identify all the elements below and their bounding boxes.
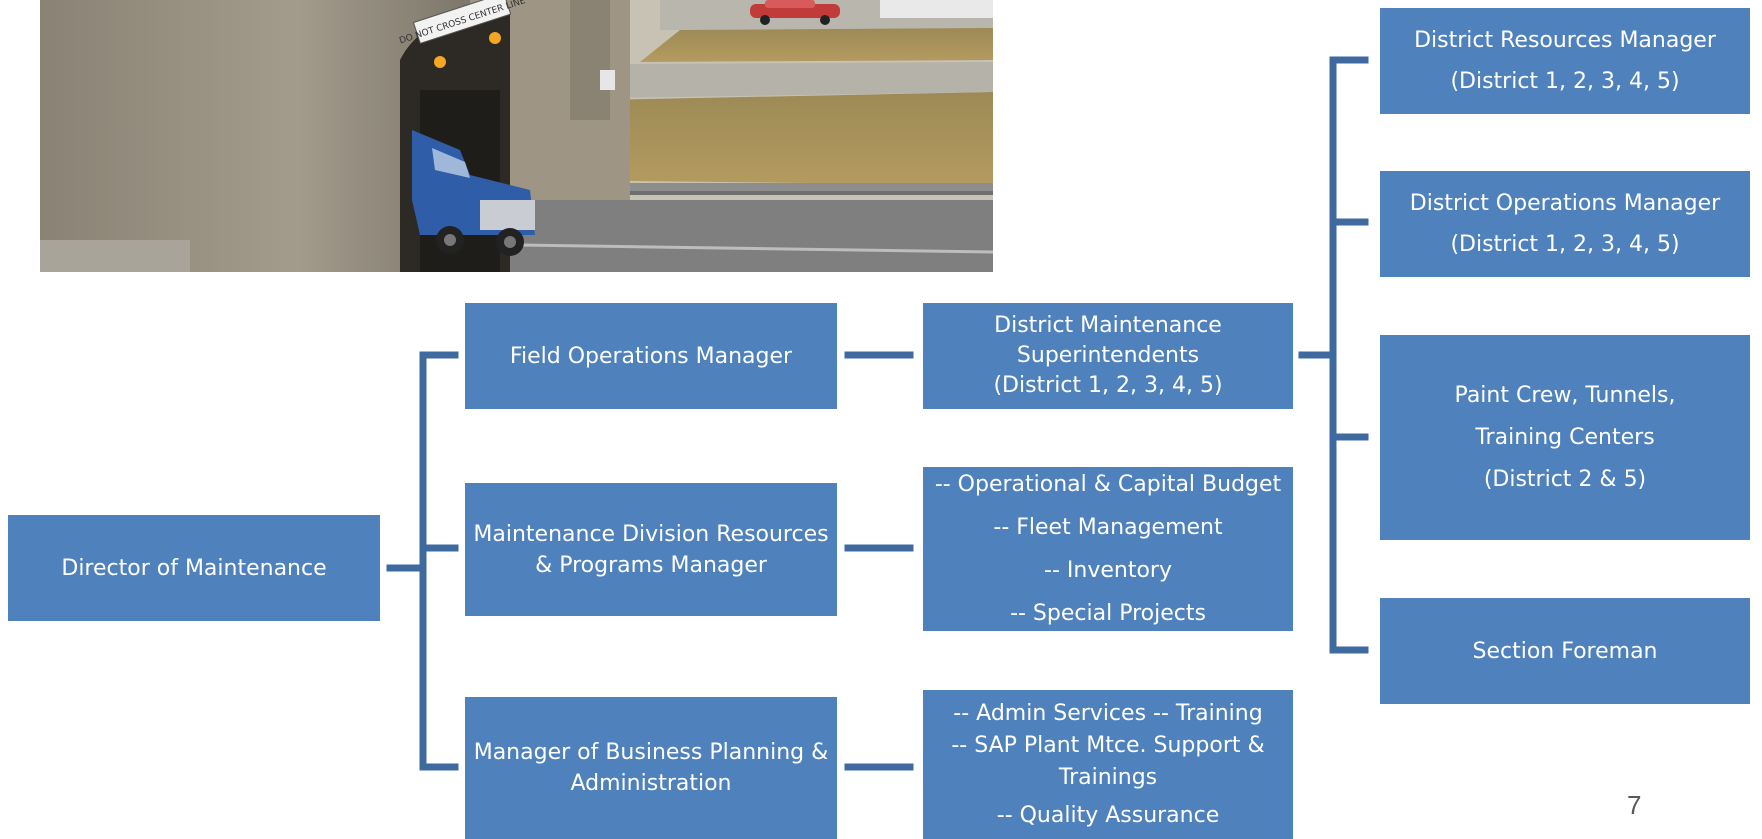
district-unit-line: District Resources Manager <box>1414 28 1716 53</box>
truck <box>412 130 535 256</box>
sub-unit-line: -- Inventory <box>1044 558 1172 583</box>
tunnel-photo: DO NOT CROSS CENTER LINE <box>40 0 993 272</box>
district-operations-manager-box: District Operations Manager (District 1,… <box>1380 171 1750 277</box>
red-car <box>750 0 840 25</box>
section-foreman-box: Section Foreman <box>1380 598 1750 704</box>
district-unit-line: District Operations Manager <box>1409 191 1721 216</box>
manager-label: Administration <box>570 771 732 796</box>
district-unit-line: Paint Crew, Tunnels, <box>1454 382 1676 408</box>
admin-services-box: -- Admin Services -- Training -- SAP Pla… <box>923 690 1293 839</box>
business-planning-manager-box: Manager of Business Planning & Administr… <box>465 697 837 839</box>
sub-unit-line: -- Fleet Management <box>993 515 1223 540</box>
resources-programs-manager-box: Maintenance Division Resources & Program… <box>465 483 837 616</box>
manager-label: Manager of Business Planning & <box>473 740 829 765</box>
sub-unit-line: -- Operational & Capital Budget <box>934 472 1282 497</box>
district-unit-line: Section Foreman <box>1472 638 1658 664</box>
district-unit-line: (District 1, 2, 3, 4, 5) <box>1450 69 1680 94</box>
manager-label: & Programs Manager <box>535 552 767 578</box>
budget-fleet-box: -- Operational & Capital Budget -- Fleet… <box>923 467 1293 631</box>
district-unit-line: (District 2 & 5) <box>1483 466 1647 492</box>
page-number: 7 <box>1627 790 1642 820</box>
district-unit-line: Training Centers <box>1475 424 1655 450</box>
district-unit-line: (District 1, 2, 3, 4, 5) <box>1450 232 1680 257</box>
field-operations-manager-box: Field Operations Manager <box>465 303 837 409</box>
manager-label: Maintenance Division Resources <box>473 521 829 547</box>
director-box: Director of Maintenance <box>8 515 380 621</box>
sub-unit-line: (District 1, 2, 3, 4, 5) <box>993 373 1223 398</box>
district-superintendents-box: District Maintenance Superintendents (Di… <box>923 303 1293 409</box>
sub-unit-line: -- SAP Plant Mtce. Support & <box>951 732 1265 758</box>
sub-unit-line: -- Special Projects <box>1010 601 1206 626</box>
director-label: Director of Maintenance <box>61 555 327 581</box>
tunnel-photo-illustration: DO NOT CROSS CENTER LINE <box>40 0 993 272</box>
manager-label: Field Operations Manager <box>509 343 793 369</box>
sub-unit-line: -- Quality Assurance <box>996 802 1220 828</box>
sub-unit-line: Superintendents <box>1016 343 1200 368</box>
sub-unit-line: -- Admin Services -- Training <box>953 700 1263 726</box>
district-resources-manager-box: District Resources Manager (District 1, … <box>1380 8 1750 114</box>
sub-unit-line: District Maintenance <box>994 313 1222 338</box>
paint-crew-tunnels-box: Paint Crew, Tunnels, Training Centers (D… <box>1380 335 1750 540</box>
sub-unit-line: Trainings <box>1058 764 1158 790</box>
